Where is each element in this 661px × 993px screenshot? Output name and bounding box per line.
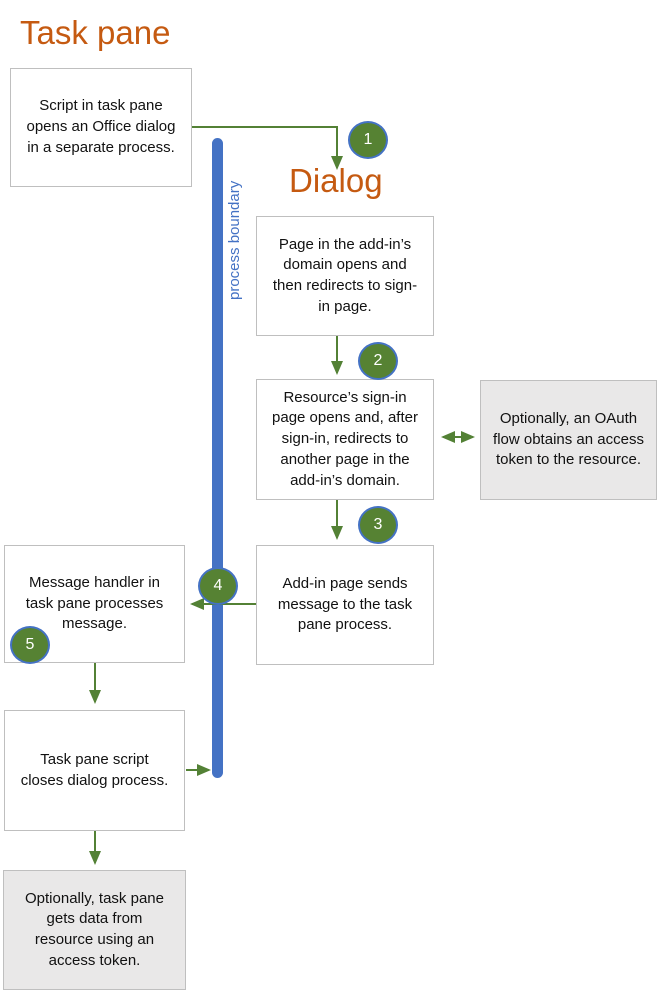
node-resource-signin: Resource’s sign-in page opens and, after… (256, 379, 434, 500)
node-addin-sends-message: Add-in page sends message to the task pa… (256, 545, 434, 665)
step-badge-4: 4 (198, 567, 238, 605)
step-badge-3: 3 (358, 506, 398, 544)
process-boundary-label: process boundary (226, 180, 243, 300)
node-gets-data-optional: Optionally, task pane gets data from res… (3, 870, 186, 990)
node-closes-dialog: Task pane script closes dialog process. (4, 710, 185, 831)
node-script-opens-dialog: Script in task pane opens an Office dial… (10, 68, 192, 187)
step-badge-2: 2 (358, 342, 398, 380)
process-boundary-line (212, 138, 223, 778)
node-page-opens-redirects: Page in the add-in’s domain opens and th… (256, 216, 434, 336)
step-badge-1: 1 (348, 121, 388, 159)
step-badge-5: 5 (10, 626, 50, 664)
task-pane-title: Task pane (20, 14, 171, 51)
node-oauth-optional: Optionally, an OAuth flow obtains an acc… (480, 380, 657, 500)
dialog-title: Dialog (289, 162, 383, 199)
